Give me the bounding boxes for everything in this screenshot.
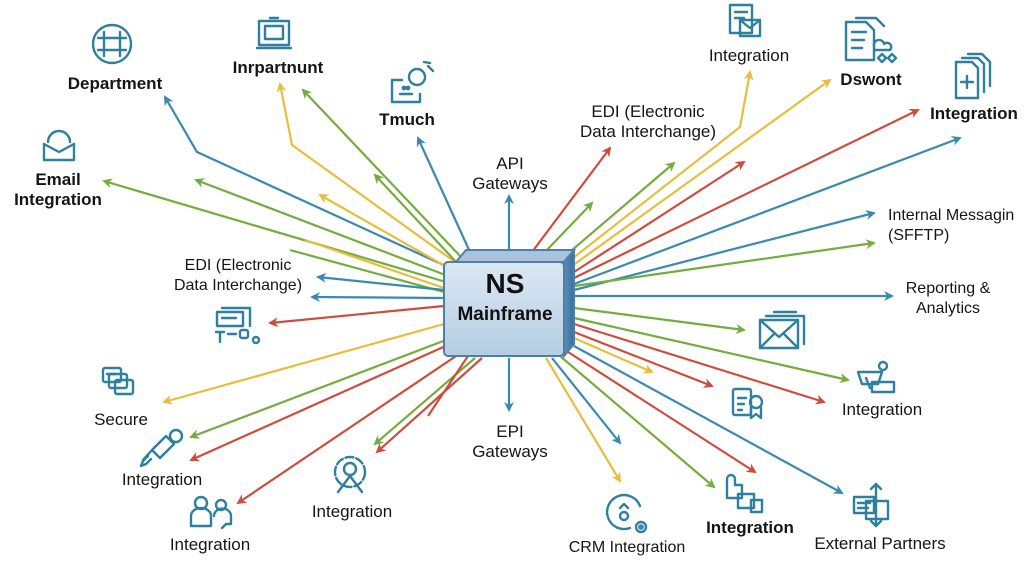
arrow-to-inrpartnunt-yellow [276, 82, 456, 263]
arrow-to-edi-top [531, 146, 612, 253]
hub-title: NS [485, 268, 525, 299]
node-secure[interactable]: Secure [94, 410, 148, 429]
arrow-upper-left-green-2 [373, 173, 459, 265]
hash-globe-icon [91, 23, 133, 65]
node-department[interactable]: Department [67, 74, 163, 93]
arrow-to-tmuch [416, 136, 472, 253]
edi-top-label-2: Data Interchange) [579, 122, 717, 141]
email-label-2: Integration [14, 190, 102, 209]
node-crm-integration[interactable]: CRM Integration [568, 539, 686, 556]
hub-top-face [453, 249, 577, 263]
puzzle-pa-icon [725, 473, 764, 514]
arrow-upper-left-yellow [318, 194, 453, 271]
arrow-to-integration-bottom-center-red [375, 357, 483, 454]
document-plus-icon [954, 52, 992, 100]
node-edi-left[interactable]: EDI (Electronic Data Interchange) [164, 256, 312, 296]
clipboard-badge-icon [731, 387, 764, 420]
arrow-to-integration-mid-right-green [573, 316, 850, 384]
arrow-to-dswont [571, 78, 832, 267]
node-integration-left[interactable]: Integration [121, 470, 203, 489]
arrow-top-red-2 [573, 160, 746, 273]
node-dswont[interactable]: Dswont [840, 70, 902, 89]
arrow-to-integration-right [573, 109, 920, 279]
arrow-to-department [163, 95, 451, 269]
device-sync-icon [390, 60, 435, 104]
laptop-icon [255, 16, 293, 50]
node-tmuch[interactable]: Tmuch [379, 110, 435, 129]
node-reporting[interactable]: Reporting & Analytics [896, 279, 1000, 319]
node-integration-bottom-center[interactable]: Integration [311, 502, 393, 521]
arrow-to-integration-left-green [189, 338, 447, 439]
node-edi-top[interactable]: EDI (Electronic Data Interchange) [578, 102, 718, 142]
hub-front-face [443, 261, 565, 357]
arrow-to-integration-left-red [189, 342, 451, 462]
arrow-bottom-blue [551, 357, 622, 445]
arrow-right-red-3 [573, 330, 714, 388]
epi-label-1: EPI [496, 422, 524, 441]
node-integration-bottom-left[interactable]: Integration [169, 535, 251, 554]
envelope-open-icon [42, 129, 76, 162]
arrow-top-green-1 [544, 201, 594, 253]
node-integration-top[interactable]: Integration [708, 46, 790, 65]
arrow-upper-left-green-1 [194, 178, 449, 278]
arrow-to-edi-left-1 [310, 292, 445, 303]
target-user-icon [333, 455, 367, 494]
arrow-to-integration-bottom-right-green [559, 355, 716, 489]
node-epi-gateways[interactable]: EPI Gateways [470, 422, 550, 462]
users-chat-icon [189, 495, 233, 530]
arrow-to-integration-bottom-left [236, 351, 463, 505]
mail-stack-icon [758, 310, 806, 350]
arrow-to-integration-top [567, 70, 754, 263]
node-internal-messaging[interactable]: Internal Messagin (SFFTP) [888, 206, 1024, 246]
arrow-to-email-integration [102, 178, 447, 284]
documents-cloud-icon [844, 16, 898, 64]
connector-device-icon [214, 306, 261, 345]
arrow-to-integration-bottom-right-red [567, 351, 757, 474]
arrow-top-green-2 [564, 161, 676, 257]
node-integration-right[interactable]: Integration [930, 104, 1018, 123]
arrow-upper-left-yellow-2 [304, 238, 445, 290]
arrow-to-internal-messaging [573, 210, 876, 292]
mainframe-hub[interactable] [443, 247, 577, 359]
hub-subtitle: Mainframe [457, 304, 553, 325]
arrow-right-blue-1 [573, 136, 962, 286]
api-label-1: API [496, 154, 524, 173]
arrow-to-mail-stack [573, 306, 746, 334]
node-external-partners[interactable]: External Partners [814, 534, 946, 553]
node-email-integration[interactable]: Email Integration [6, 170, 110, 210]
node-integration-mid-right[interactable]: Integration [841, 400, 923, 419]
arrow-to-connector [268, 304, 445, 328]
edi-left-label-1: EDI (Electronic [184, 257, 292, 274]
arrow-upper-left-green-3 [289, 248, 445, 294]
epi-label-2: Gateways [472, 442, 548, 461]
arrow-to-sfftp [573, 239, 876, 288]
node-api-gateways[interactable]: API Gateways [470, 154, 550, 194]
arrow-to-crm [545, 357, 622, 483]
arrow-to-external-partners [573, 345, 844, 494]
hub-label: NS Mainframe [444, 268, 566, 326]
arrow-to-edi-left-2 [316, 272, 445, 292]
connector-arrows [102, 70, 962, 505]
reporting-label-1: Reporting & [905, 280, 991, 297]
plug-icon [139, 428, 184, 468]
node-inrpartnunt[interactable]: Inrpartnunt [232, 58, 324, 77]
reporting-label-2: Analytics [915, 300, 981, 317]
internal-messaging-label-1: Internal Messagin [888, 207, 1015, 224]
node-integration-bottom-right[interactable]: Integration [706, 518, 794, 537]
arrow-left-red-mid [427, 355, 469, 417]
arrow-right-yellow [573, 336, 654, 374]
email-label-1: Email [35, 170, 81, 189]
cart-device-icon [856, 360, 896, 394]
document-mail-icon [728, 3, 762, 38]
arrow-to-secure [162, 322, 445, 405]
edi-top-label-1: EDI (Electronic [591, 102, 705, 121]
arrow-to-integration-mid-right-red [573, 322, 826, 405]
api-label-2: Gateways [472, 174, 548, 193]
edi-left-label-2: Data Interchange) [173, 277, 303, 294]
stacked-cards-icon [101, 366, 135, 396]
server-exchange-icon [852, 482, 890, 528]
crm-gear-icon [605, 493, 648, 534]
internal-messaging-label-2: (SFFTP) [888, 227, 950, 244]
